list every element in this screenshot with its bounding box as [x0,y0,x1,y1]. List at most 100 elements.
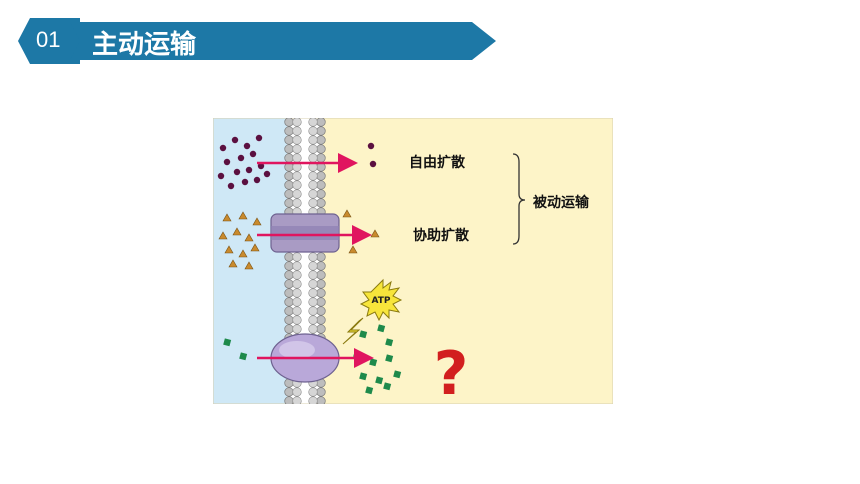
lipid-head [284,153,294,163]
lipid-head [292,324,302,334]
lipid-head [284,198,294,208]
ion-triangle [252,217,262,226]
lipid-head [284,315,294,325]
lipid-head [292,279,302,289]
lipid-head [316,297,326,307]
lipid-head [316,387,326,397]
molecule-dot [253,176,261,184]
lipid-head [308,261,318,271]
lipid-head [284,387,294,397]
lipid-head [284,297,294,307]
lipid-head [284,324,294,334]
lipid-head [316,306,326,316]
lipid-head [308,270,318,280]
ion-triangle [348,245,358,254]
molecule-dot [249,150,257,158]
molecule-dot [219,144,227,152]
ion-triangle [250,243,260,252]
molecule-dot [243,142,251,150]
question-mark: ? [434,339,469,404]
molecule-dot [263,170,271,178]
lipid-head [292,252,302,262]
solute-square [359,330,368,339]
lipid-head [292,261,302,271]
molecule-dot [369,160,377,168]
lipid-head [284,270,294,280]
ion-triangle [370,229,380,238]
solute-squares [223,324,402,395]
lipid-head [308,144,318,154]
section-number: 01 [36,27,61,52]
molecule-dot [245,166,253,174]
lipid-head [308,180,318,190]
lipid-head [284,126,294,136]
lipid-head [292,198,302,208]
lipid-head [308,252,318,262]
lipid-head [316,117,326,127]
lipid-head [284,117,294,127]
lipid-head [292,270,302,280]
lipid-head [308,117,318,127]
molecule-dot [257,162,265,170]
ion-triangle [228,259,238,268]
atp-label: ATP [371,296,390,306]
lipid-head [308,324,318,334]
lipid-head [316,288,326,298]
lipid-head [292,180,302,190]
lipid-head [316,180,326,190]
molecule-dot [241,178,249,186]
lipid-head [292,189,302,199]
lipid-head [316,189,326,199]
ion-triangle [222,213,232,222]
title-banner [70,22,496,60]
solute-square [377,324,386,333]
molecule-dot [231,136,239,144]
ion-triangle [218,231,228,240]
lipid-head [308,171,318,181]
lipid-head [292,306,302,316]
label-simple-diffusion: 自由扩散 [409,155,465,171]
lipid-head [284,396,294,406]
lipid-head [284,279,294,289]
lipid-head [316,315,326,325]
ion-triangle [244,233,254,242]
lipid-head [292,315,302,325]
lipid-head [292,126,302,136]
lipid-head [308,135,318,145]
lipid-head [284,261,294,271]
solute-square [385,354,394,363]
lipid-head [292,117,302,127]
solute-square [375,376,384,385]
ion-triangle [224,245,234,254]
ion-triangle [244,261,254,270]
lipid-head [284,288,294,298]
lipid-head [308,189,318,199]
passive-transport-brace [512,153,526,245]
lipid-head [292,387,302,397]
lipid-head [284,135,294,145]
lipid-head [292,297,302,307]
lipid-head [308,387,318,397]
lipid-head [316,153,326,163]
atp-burst-icon [359,278,403,322]
lipid-head [308,315,318,325]
lipid-head [308,306,318,316]
solute-square [359,372,368,381]
label-facilitated-diffusion: 协助扩散 [413,228,469,244]
lipid-head [308,288,318,298]
lipid-head [316,126,326,136]
lightning-icon [342,317,364,345]
molecule-dot [223,158,231,166]
lipid-head [316,135,326,145]
lipid-head [292,288,302,298]
solute-square [393,370,402,379]
small-molecules-purple [217,134,377,190]
molecule-dot [227,182,235,190]
section-number-badge [18,18,80,64]
channel-protein [270,213,340,253]
lipid-head [308,297,318,307]
lipid-head [308,396,318,406]
lipid-head [316,396,326,406]
lipid-head [316,279,326,289]
ion-triangles [218,209,380,270]
